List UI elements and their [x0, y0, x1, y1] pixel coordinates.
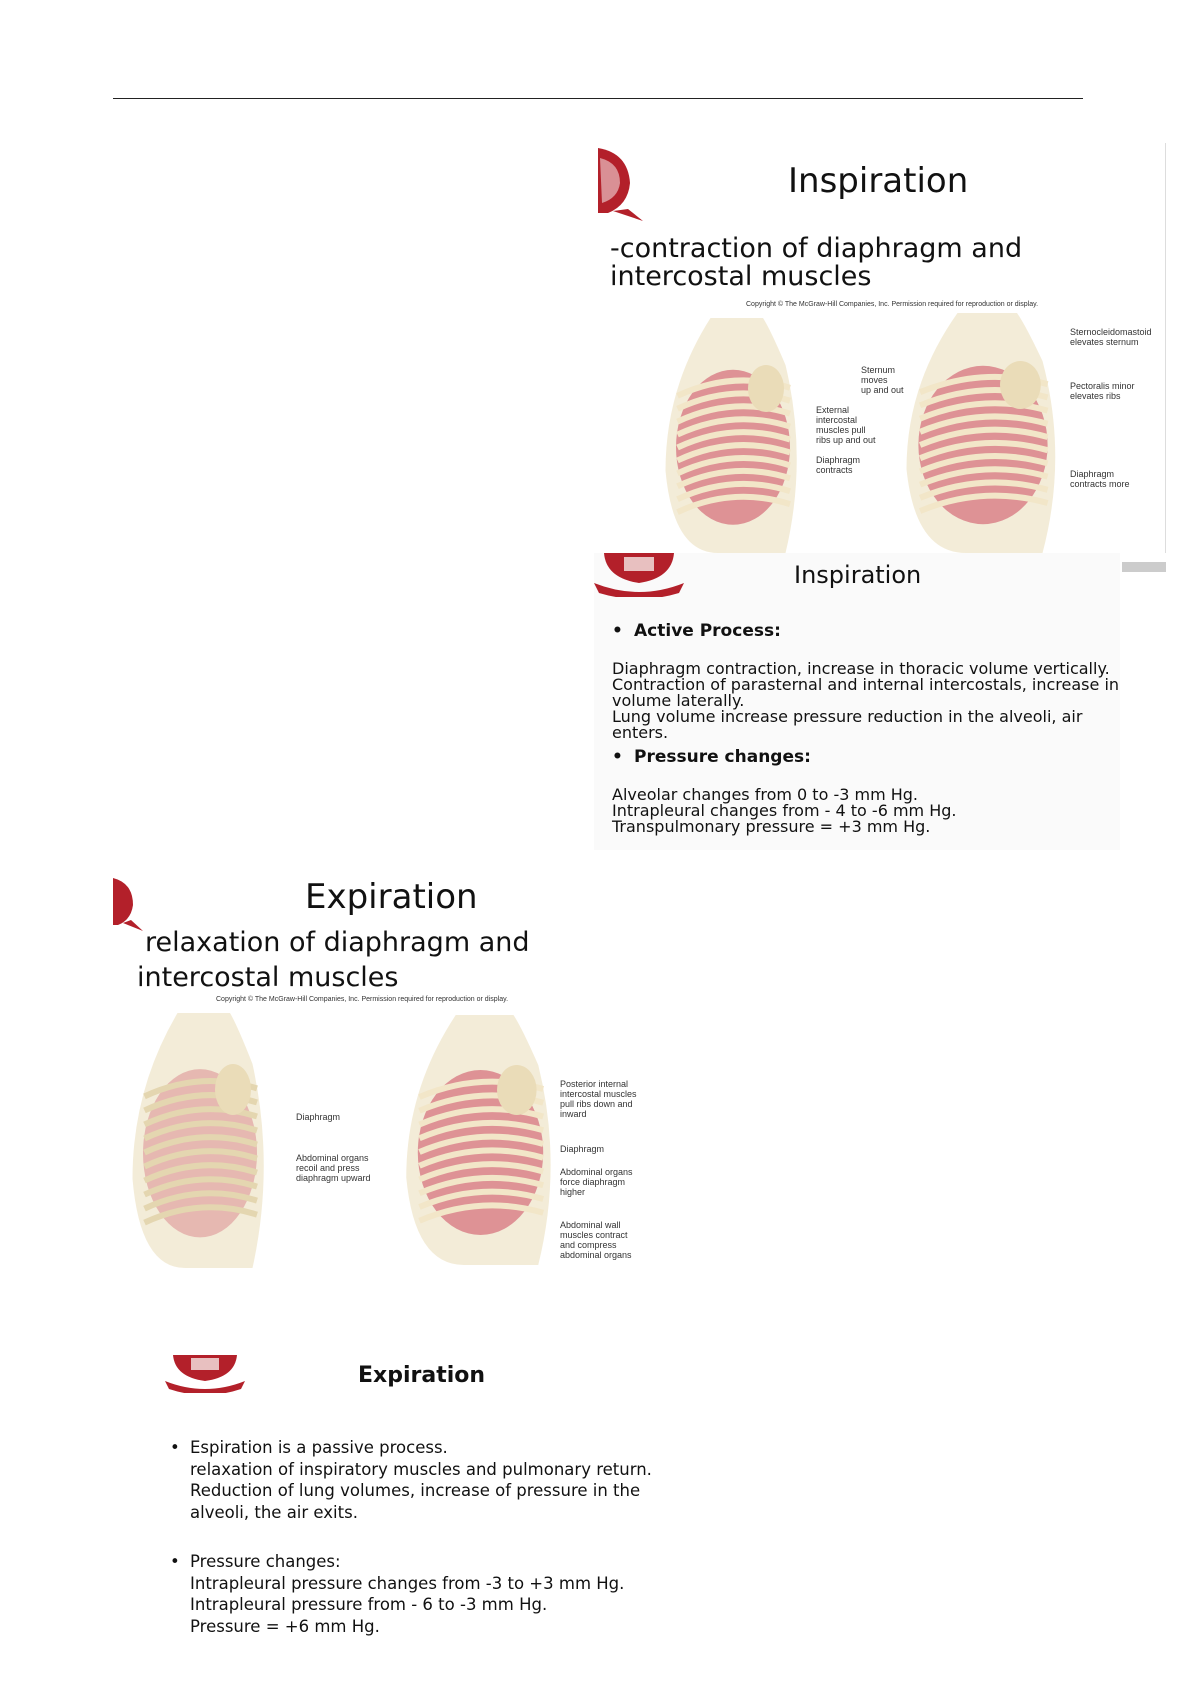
ribcage-part: [497, 1065, 537, 1115]
ribcage-part: [143, 1148, 258, 1170]
ribcage-part: [418, 1202, 545, 1224]
subtitle-line-1: relaxation of diaphragm and: [145, 927, 530, 958]
ribcage-part: [418, 1188, 545, 1210]
label-abdominal-force: Abdominal organs force diaphragm higher: [560, 1167, 633, 1197]
bullet-pressure-changes: • Pressure changes: Intrapleural pressur…: [170, 1552, 625, 1636]
slide-title: Expiration: [358, 1363, 486, 1388]
ribcage-part: [676, 493, 791, 515]
ribcage-part: [918, 492, 1049, 514]
label-abdominal-wall: Abdominal wall muscles contract and comp…: [560, 1220, 632, 1260]
text-line: alveoli, the air exits.: [190, 1502, 358, 1522]
ribcage-part: [918, 453, 1049, 475]
label-external-intercostal: External intercostal muscles pull ribs u…: [816, 405, 876, 445]
ribcage-part: [143, 1106, 258, 1128]
ribcage-part: [143, 1190, 258, 1212]
ribcage-part: [918, 400, 1049, 422]
slide-edge: [1165, 143, 1166, 553]
ribcage-part: [918, 426, 1049, 448]
active-process-text: Diaphragm contraction, increase in thora…: [612, 661, 1120, 741]
ribcage-part: [676, 416, 791, 438]
ribcage-part: [418, 1147, 545, 1169]
ribcage-part: [676, 480, 791, 502]
ribcage-part: [676, 403, 791, 425]
ribcage-part: [676, 455, 791, 477]
subtitle-line-1: -contraction of diaphragm and: [610, 233, 1023, 264]
ribcage-part: [1000, 361, 1041, 409]
copyright-note: Copyright © The McGraw-Hill Companies, I…: [216, 996, 509, 1003]
ribcage-part: [418, 1174, 545, 1197]
slide-title: Inspiration: [794, 561, 922, 589]
label-diaphragm-contracts: Diaphragm contracts: [816, 455, 861, 475]
ribcage-part: [918, 439, 1049, 461]
text-line: Intrapleural pressure from - 6 to -3 mm …: [190, 1595, 548, 1614]
subtitle-line-2: intercostal muscles: [137, 962, 399, 993]
ribcage-part: [418, 1133, 545, 1155]
ribcage-illustration-left: [132, 1013, 264, 1268]
text-line: Lung volume increase pressure reduction …: [612, 707, 1083, 742]
text-line: volume laterally.: [612, 691, 745, 710]
label-pectoralis-minor: Pectoralis minor elevates ribs: [1070, 381, 1135, 401]
university-logo-icon: [598, 148, 643, 221]
ribcage-part: [918, 413, 1049, 435]
ribcage-illustration-right: [406, 1015, 551, 1265]
text-line: Transpulmonary pressure = +3 mm Hg.: [612, 817, 931, 836]
text-line: Pressure changes:: [190, 1552, 341, 1571]
expiration-text-slide: Expiration • Espiration is a passive pro…: [160, 1355, 660, 1645]
label-diaphragm-right: Diaphragm: [560, 1144, 605, 1154]
ribcage-illustration-left: [665, 318, 797, 553]
label-sternum: Sternum moves up and out: [861, 365, 904, 395]
ribcage-part: [215, 1064, 251, 1115]
expiration-figure-slide: Expiration relaxation of diaphragm and i…: [113, 875, 660, 1285]
ribcage-part: [418, 1161, 545, 1183]
ribcage-part: [143, 1204, 258, 1226]
label-sternocleidomastoid: Sternocleidomastoid elevates sternum: [1070, 327, 1152, 347]
slide-title: Expiration: [305, 877, 478, 917]
ribcage-illustration-right: [906, 313, 1056, 553]
ribcage-part: [418, 1106, 545, 1128]
university-logo-icon: [113, 878, 143, 931]
university-logo-icon: [165, 1355, 245, 1393]
text-line: Contraction of parasternal and internal …: [612, 675, 1120, 694]
label-abdominal-recoil: Abdominal organs recoil and press diaphr…: [296, 1153, 371, 1183]
ribcage-part: [676, 429, 791, 451]
text-line: relaxation of inspiratory muscles and pu…: [190, 1459, 652, 1479]
bullet-passive-process: • Espiration is a passive process. relax…: [170, 1438, 652, 1522]
ribcage-part: [143, 1162, 258, 1184]
ribcage-part: [143, 1120, 258, 1142]
label-diaphragm-left: Diaphragm: [296, 1112, 341, 1122]
university-logo-icon: [594, 553, 684, 597]
ribcage-part: [143, 1176, 258, 1198]
text-line: Espiration is a passive process.: [190, 1438, 448, 1457]
ribcage-part: [676, 442, 791, 464]
bullet-active-process: Active Process:: [612, 621, 781, 641]
text-line: Alveolar changes from 0 to -3 mm Hg.: [612, 785, 919, 804]
ribcage-part: [676, 468, 791, 489]
inspiration-figure-slide: Inspiration -contraction of diaphragm an…: [598, 143, 1165, 553]
ribcage-part: [418, 1119, 545, 1142]
text-line: Intrapleural changes from - 4 to -6 mm H…: [612, 801, 957, 820]
scrollbar-thumb[interactable]: [1122, 562, 1166, 572]
inspiration-text-slide: Inspiration Active Process: Diaphragm co…: [594, 553, 1120, 850]
text-line: Pressure = +6 mm Hg.: [190, 1616, 380, 1636]
bullet-pressure-changes: Pressure changes:: [612, 747, 811, 767]
header-rule: [113, 98, 1083, 99]
label-diaphragm-contracts-more: Diaphragm contracts more: [1070, 469, 1130, 489]
subtitle-line-2: intercostal muscles: [610, 261, 872, 292]
copyright-note: Copyright © The McGraw-Hill Companies, I…: [746, 301, 1039, 308]
slide-title: Inspiration: [788, 161, 969, 201]
pressure-changes-text: Alveolar changes from 0 to -3 mm Hg. Int…: [612, 787, 956, 835]
ribcage-part: [748, 365, 784, 412]
ribcage-part: [918, 466, 1049, 488]
text-line: Diaphragm contraction, increase in thora…: [612, 659, 1110, 678]
label-posterior-internal: Posterior internal intercostal muscles p…: [560, 1079, 637, 1119]
text-line: Intrapleural pressure changes from -3 to…: [190, 1573, 625, 1593]
ribcage-part: [143, 1134, 258, 1156]
ribcage-part: [918, 479, 1049, 501]
text-line: Reduction of lung volumes, increase of p…: [190, 1481, 641, 1500]
